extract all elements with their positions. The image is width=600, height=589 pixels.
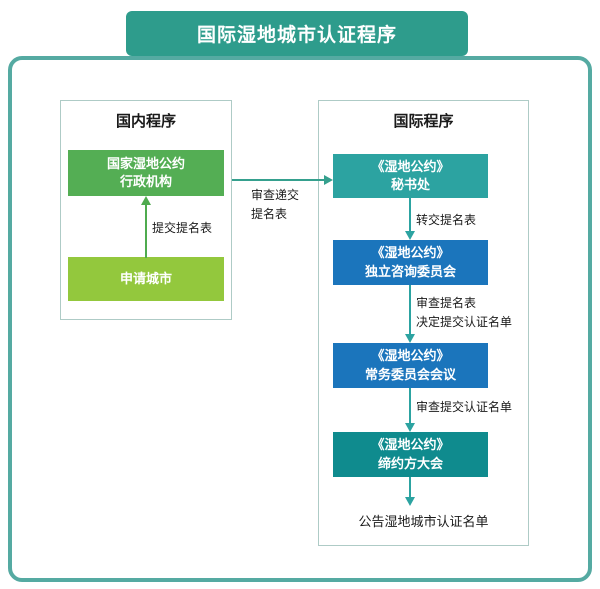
advisory-committee-box-label: 《湿地公约》 独立咨询委员会 xyxy=(364,245,456,279)
cop-box: 《湿地公约》 缔约方大会 xyxy=(333,432,488,477)
page-title: 国际湿地城市认证程序 xyxy=(196,25,397,46)
announce-arrow-line xyxy=(409,477,411,497)
cop-box-label: 《湿地公约》 缔约方大会 xyxy=(371,437,450,471)
announce-arrow-head xyxy=(405,497,415,506)
review-decide-arrow-line xyxy=(409,285,411,334)
forward-label: 转交提名表 xyxy=(416,213,477,227)
submit-label: 提交提名表 xyxy=(152,221,213,235)
review-decide-arrow-head xyxy=(405,334,415,343)
secretariat-box: 《湿地公约》 秘书处 xyxy=(333,154,488,198)
review-decide-label: 审查提名表 决定提交认证名单 xyxy=(416,296,513,329)
standing-committee-box-label: 《湿地公约》 常务委员会会议 xyxy=(364,348,456,382)
review-list-label: 审查提交认证名单 xyxy=(416,400,513,414)
international-panel-header: 国际程序 xyxy=(393,113,454,130)
forward-arrow-head xyxy=(405,231,415,240)
review-list-arrow-line xyxy=(409,388,411,423)
agency-box-label: 国家湿地公约 行政机构 xyxy=(106,155,185,189)
outer-border xyxy=(8,56,592,582)
advisory-committee-box: 《湿地公约》 独立咨询委员会 xyxy=(333,240,488,285)
applicant-city-box-label: 申请城市 xyxy=(119,270,172,286)
cross-arrow-head xyxy=(324,175,333,185)
forward-arrow-line xyxy=(409,198,411,231)
secretariat-box-label: 《湿地公约》 秘书处 xyxy=(371,158,450,192)
announce-label: 公告湿地城市认证名单 xyxy=(358,514,489,529)
standing-committee-box: 《湿地公约》 常务委员会会议 xyxy=(333,343,488,388)
applicant-city-box: 申请城市 xyxy=(68,257,224,301)
cross-arrow-line xyxy=(232,179,324,181)
submit-arrow-head xyxy=(141,196,151,205)
submit-arrow-line xyxy=(145,205,147,258)
cross-arrow-label: 审查递交 提名表 xyxy=(251,188,300,221)
title-banner: 国际湿地城市认证程序 xyxy=(126,11,468,56)
agency-box: 国家湿地公约 行政机构 xyxy=(68,150,224,196)
domestic-panel-header: 国内程序 xyxy=(115,113,176,130)
review-list-arrow-head xyxy=(405,423,415,432)
